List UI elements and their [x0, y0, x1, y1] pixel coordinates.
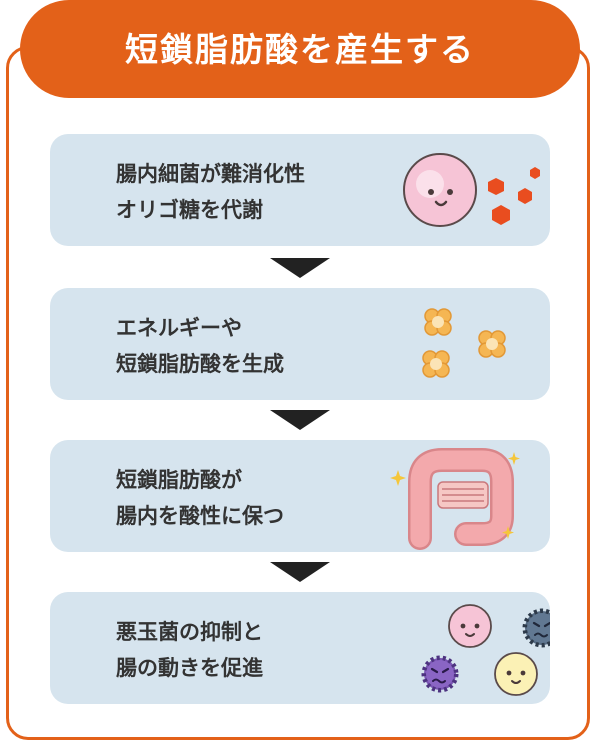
step-text-1: 腸内細菌が難消化性 オリゴ糖を代謝 — [116, 156, 305, 228]
step-text-4: 悪玉菌の抑制と 腸の動きを促進 — [116, 614, 263, 686]
intestine-icon — [390, 448, 520, 550]
title-banner: 短鎖脂肪酸を産生する — [20, 0, 580, 98]
step-3-line-2: 腸内を酸性に保つ — [116, 504, 284, 528]
step-4-line-1: 悪玉菌の抑制と — [116, 620, 263, 644]
step-2-line-1: エネルギーや — [116, 316, 242, 340]
step-text-2: エネルギーや 短鎖脂肪酸を生成 — [116, 310, 284, 382]
page-title: 短鎖脂肪酸を産生する — [125, 30, 475, 69]
arrow-down-icon — [270, 562, 330, 582]
step-1-line-2: オリゴ糖を代謝 — [116, 198, 263, 222]
bacteria-group-icon — [421, 604, 550, 696]
step-card-4: 悪玉菌の抑制と 腸の動きを促進 — [50, 592, 550, 704]
step-3-line-1: 短鎖脂肪酸が — [116, 468, 242, 492]
step-card-1: 腸内細菌が難消化性 オリゴ糖を代謝 — [50, 134, 550, 246]
step-2-line-2: 短鎖脂肪酸を生成 — [116, 352, 284, 376]
step-4-line-2: 腸の動きを促進 — [116, 656, 263, 680]
step-card-2: エネルギーや 短鎖脂肪酸を生成 — [50, 288, 550, 400]
bacteria-eating-icon — [403, 153, 540, 227]
arrow-down-icon — [270, 258, 330, 278]
step-card-3: 短鎖脂肪酸が 腸内を酸性に保つ — [50, 440, 550, 552]
arrow-down-icon — [270, 410, 330, 430]
energy-particles-icon — [422, 308, 506, 378]
step-1-line-1: 腸内細菌が難消化性 — [116, 162, 305, 186]
step-text-3: 短鎖脂肪酸が 腸内を酸性に保つ — [116, 462, 284, 534]
